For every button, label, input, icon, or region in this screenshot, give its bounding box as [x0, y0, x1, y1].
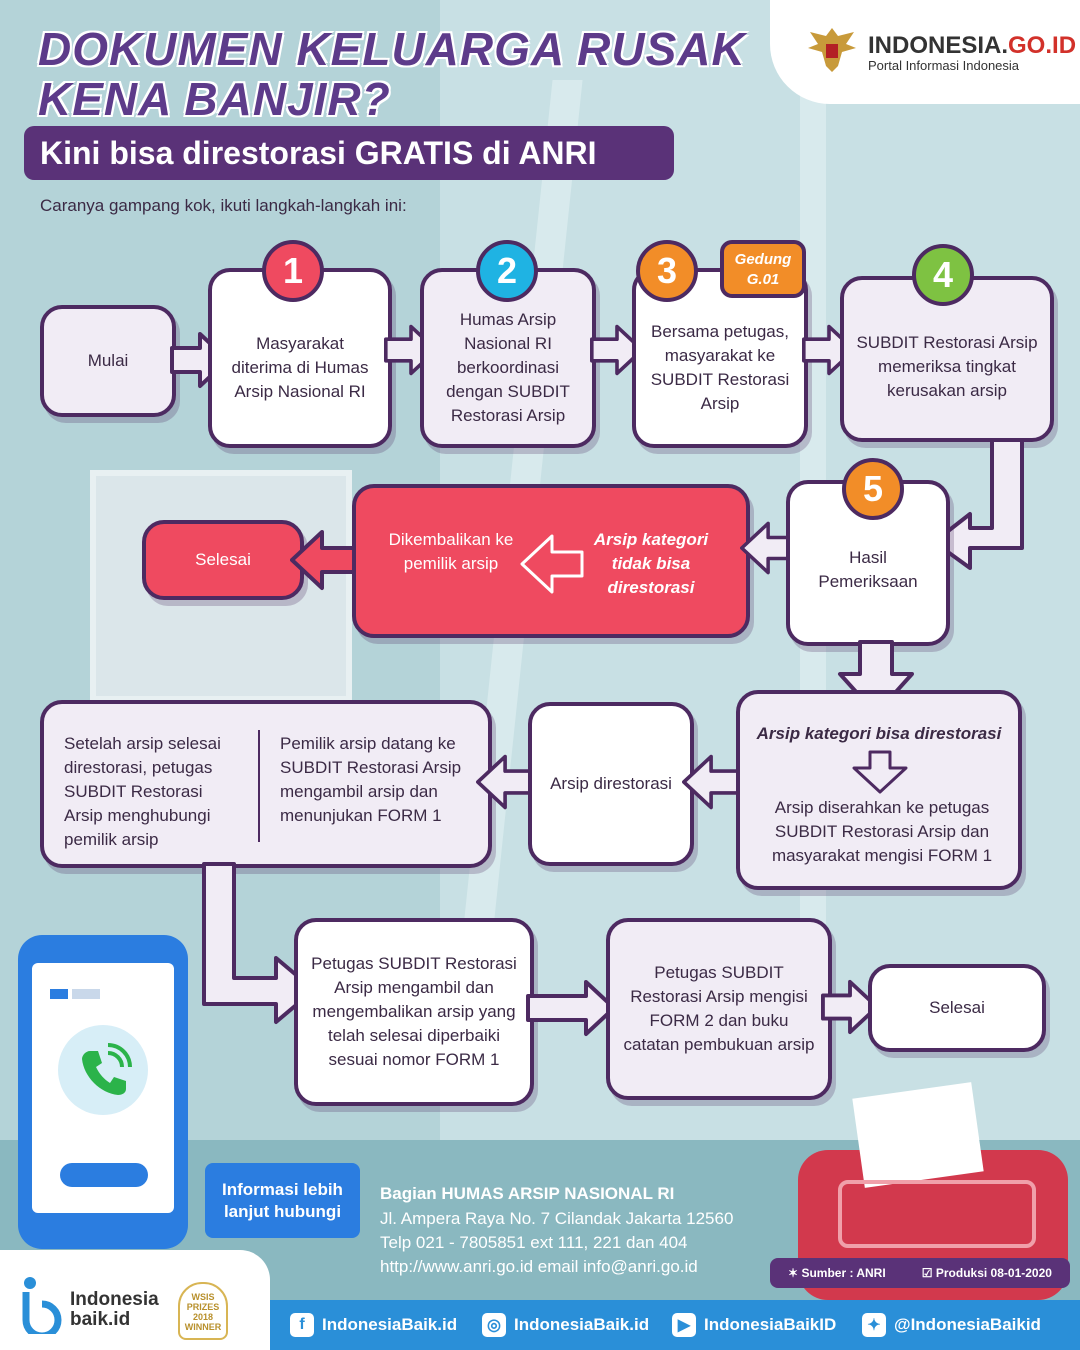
- facebook-icon: f: [290, 1313, 314, 1337]
- step-4-badge: 4: [912, 244, 974, 306]
- arrow-right-icon: [590, 324, 644, 376]
- brand-name-line1: Indonesia: [70, 1289, 159, 1310]
- brand-name: Indonesia baik.id: [70, 1290, 159, 1330]
- selesai-box-1: Selesai: [142, 520, 304, 600]
- direstorasi-box: Arsip direstorasi: [528, 702, 694, 866]
- arrow-left-icon: [682, 754, 742, 810]
- info-button[interactable]: Informasi lebih lanjut hubungi: [205, 1163, 360, 1238]
- bisa-direstorasi-box: Arsip kategori bisa direstorasi Arsip di…: [736, 690, 1022, 890]
- subtitle-banner: Kini bisa direstorasi GRATIS di ANRI: [24, 126, 674, 180]
- award-badge: WSIS PRIZES 2018 WINNER: [178, 1282, 228, 1340]
- divider: [258, 730, 260, 842]
- portal-logo-card[interactable]: INDONESIA.GO.ID Portal Informasi Indones…: [770, 0, 1080, 104]
- start-box: Mulai: [40, 305, 176, 417]
- portal-name-accent: GO.ID: [1008, 32, 1077, 59]
- award-line4: WINNER: [184, 1322, 222, 1332]
- red-outcome-box: Dikembalikan ke pemilik arsip Arsip kate…: [352, 484, 750, 638]
- contact-org: Bagian HUMAS ARSIP NASIONAL RI: [380, 1184, 675, 1203]
- arrow-left-icon: [290, 530, 356, 590]
- after-restore-right: Pemilik arsip datang ke SUBDIT Restorasi…: [280, 734, 462, 825]
- red-outcome-left: Dikembalikan ke pemilik arsip: [388, 530, 514, 573]
- award-line1: WSIS: [191, 1292, 215, 1302]
- production-text: ☑ Produksi 08-01-2020: [921, 1266, 1052, 1280]
- phone-ui-block: [72, 989, 100, 999]
- contact-web[interactable]: http://www.anri.go.id email info@anri.go…: [380, 1257, 698, 1276]
- bisa-text: Arsip diserahkan ke petugas SUBDIT Resto…: [771, 798, 993, 865]
- contact-phone: Telp 021 - 7805851 ext 111, 221 dan 404: [380, 1233, 688, 1252]
- award-line2: PRIZES: [186, 1302, 220, 1312]
- step-1-badge: 1: [262, 240, 324, 302]
- social-youtube[interactable]: ▶ IndonesiaBaikID: [672, 1313, 836, 1337]
- title-line-1: DOKUMEN KELUARGA RUSAK: [38, 23, 746, 75]
- facebook-handle: IndonesiaBaik.id: [322, 1315, 458, 1334]
- intro-text: Caranya gampang kok, ikuti langkah-langk…: [40, 196, 407, 215]
- production-label: Produksi 08-01-2020: [935, 1266, 1052, 1280]
- petugas-ambil-box: Petugas SUBDIT Restorasi Arsip mengambil…: [294, 918, 534, 1106]
- arrow-left-icon: [476, 754, 536, 810]
- social-facebook[interactable]: f IndonesiaBaik.id: [290, 1313, 457, 1337]
- after-restore-box: Setelah arsip selesai direstorasi, petug…: [40, 700, 492, 868]
- indonesiabaik-logo-icon[interactable]: [22, 1276, 66, 1334]
- step-2-badge: 2: [476, 240, 538, 302]
- instagram-handle: IndonesiaBaik.id: [514, 1315, 650, 1334]
- garuda-icon: [808, 28, 856, 72]
- youtube-icon: ▶: [672, 1313, 696, 1337]
- phone-illustration: [18, 935, 188, 1249]
- step-5-badge: 5: [842, 458, 904, 520]
- arrow-left-outline-icon: [520, 534, 584, 594]
- step-3-badge: 3: [636, 240, 698, 302]
- youtube-handle: IndonesiaBaikID: [704, 1315, 837, 1334]
- bag-pocket: [838, 1180, 1036, 1248]
- paper-shape: [852, 1082, 984, 1188]
- phone-ui-block: [50, 989, 68, 999]
- arrow-right-icon: [526, 980, 616, 1036]
- instagram-icon: ◎: [482, 1313, 506, 1337]
- petugas-form2-box: Petugas SUBDIT Restorasi Arsip mengisi F…: [606, 918, 832, 1100]
- source-text: ✶ Sumber : ANRI: [788, 1266, 886, 1280]
- meta-bar: ✶ Sumber : ANRI ☑ Produksi 08-01-2020: [770, 1258, 1070, 1288]
- social-twitter[interactable]: ✦ @IndonesiaBaikid: [862, 1313, 1041, 1337]
- contact-address: Jl. Ampera Raya No. 7 Cilandak Jakarta 1…: [380, 1209, 734, 1228]
- phone-screen: [32, 963, 174, 1213]
- title-line-2: KENA BANJIR?: [38, 73, 391, 125]
- selesai-box-2: Selesai: [868, 964, 1046, 1052]
- twitter-icon: ✦: [862, 1313, 886, 1337]
- red-outcome-right: Arsip kategori tidak bisa direstorasi: [593, 530, 709, 597]
- bg-poster: [90, 470, 352, 702]
- arrow-down-outline-icon: [852, 750, 908, 794]
- arrow-right-icon: [821, 979, 879, 1035]
- phone-call-circle: [58, 1025, 148, 1115]
- page-title: DOKUMEN KELUARGA RUSAK KENA BANJIR?: [38, 24, 746, 124]
- bisa-title: Arsip kategori bisa direstorasi: [756, 724, 1002, 743]
- social-instagram[interactable]: ◎ IndonesiaBaik.id: [482, 1313, 649, 1337]
- phone-button: [60, 1163, 148, 1187]
- portal-tagline: Portal Informasi Indonesia: [868, 58, 1020, 73]
- award-line3: 2018: [192, 1312, 214, 1322]
- phone-call-icon: [82, 1043, 132, 1095]
- portal-name-main: INDONESIA.: [868, 32, 1009, 59]
- portal-name: INDONESIA.GO.ID: [868, 32, 1076, 60]
- brand-name-line2: baik.id: [70, 1309, 131, 1330]
- twitter-handle: @IndonesiaBaikid: [894, 1315, 1041, 1334]
- gedung-tag: Gedung G.01: [720, 240, 806, 298]
- after-restore-left: Setelah arsip selesai direstorasi, petug…: [64, 734, 221, 849]
- source-label: Sumber : ANRI: [801, 1266, 886, 1280]
- arrow-down-left-icon: [932, 438, 1024, 570]
